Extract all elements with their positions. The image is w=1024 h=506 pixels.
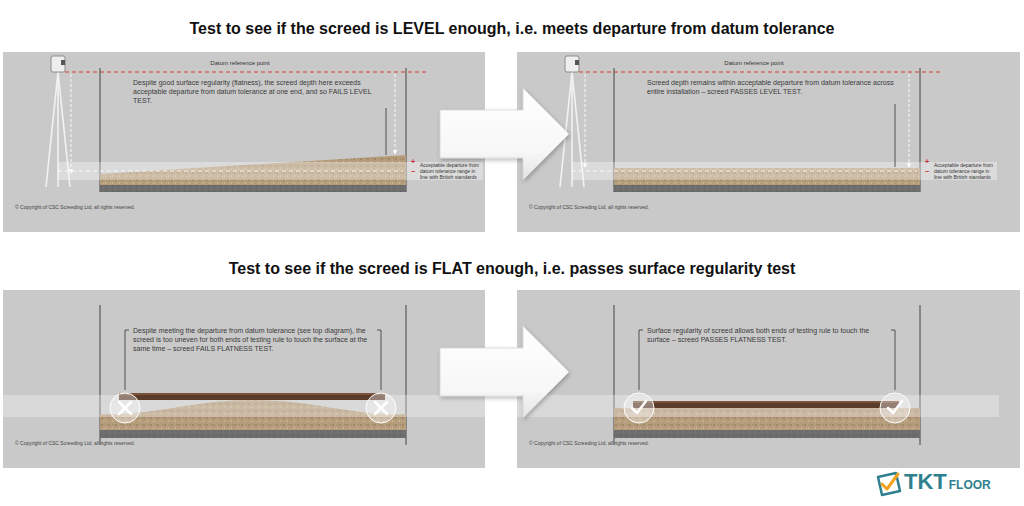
tolerance-sign: + xyxy=(923,158,931,166)
datum-label: Datum reference point xyxy=(140,60,340,67)
depth-dimension xyxy=(909,74,910,167)
heading: Test to see if the screed is LEVEL enoug… xyxy=(0,19,1024,38)
logo-text: FLOOR xyxy=(949,478,991,492)
block-arrow xyxy=(440,326,569,418)
flatness-pass-illustration xyxy=(517,305,999,445)
leader-line xyxy=(386,108,387,155)
tolerance-sign: − xyxy=(923,168,931,176)
panel-description: Screed depth remains within acceptable d… xyxy=(647,78,897,96)
panel-ground xyxy=(3,52,485,232)
panel-ground xyxy=(517,52,1020,232)
level-fail-illustration xyxy=(46,56,483,192)
testing-rule-edge xyxy=(633,401,899,403)
panel-ground xyxy=(3,290,485,468)
datum-label: Datum reference point xyxy=(654,60,854,67)
depth-dimension xyxy=(71,74,72,173)
tolerance-sign: + xyxy=(409,158,417,166)
depth-dimension xyxy=(395,74,396,154)
tolerance-label: Acceptable departure from datum toleranc… xyxy=(934,162,997,180)
fail-cross xyxy=(119,402,387,414)
leader-line xyxy=(895,104,896,167)
panel-description: Despite good surface regularity (flatnes… xyxy=(133,78,388,105)
tolerance-label: Acceptable departure from datum toleranc… xyxy=(420,162,483,180)
level-pass-illustration xyxy=(560,56,997,192)
testing-rule-edge xyxy=(119,393,385,395)
logo-icon xyxy=(878,473,900,495)
copyright-note: © Copyright of CSC Screeding Ltd, all ri… xyxy=(529,440,729,446)
depth-dimension xyxy=(585,74,586,167)
panel-description: Despite meeting the departure from datum… xyxy=(133,326,373,353)
tolerance-sign: − xyxy=(409,168,417,176)
testing-rule xyxy=(119,393,385,400)
flatness-fail-illustration xyxy=(3,305,485,445)
pass-tick xyxy=(632,401,902,413)
logo-text: TKT xyxy=(904,469,947,495)
heading: Test to see if the screed is FLAT enough… xyxy=(0,259,1024,278)
testing-rule xyxy=(633,401,899,408)
copyright-note: © Copyright of CSC Screeding Ltd, all ri… xyxy=(529,204,729,210)
copyright-note: © Copyright of CSC Screeding Ltd, all ri… xyxy=(15,440,215,446)
panel-description: Surface regularity of screed allows both… xyxy=(647,326,887,344)
panel-ground xyxy=(517,290,1020,468)
copyright-note: © Copyright of CSC Screeding Ltd, all ri… xyxy=(15,204,215,210)
